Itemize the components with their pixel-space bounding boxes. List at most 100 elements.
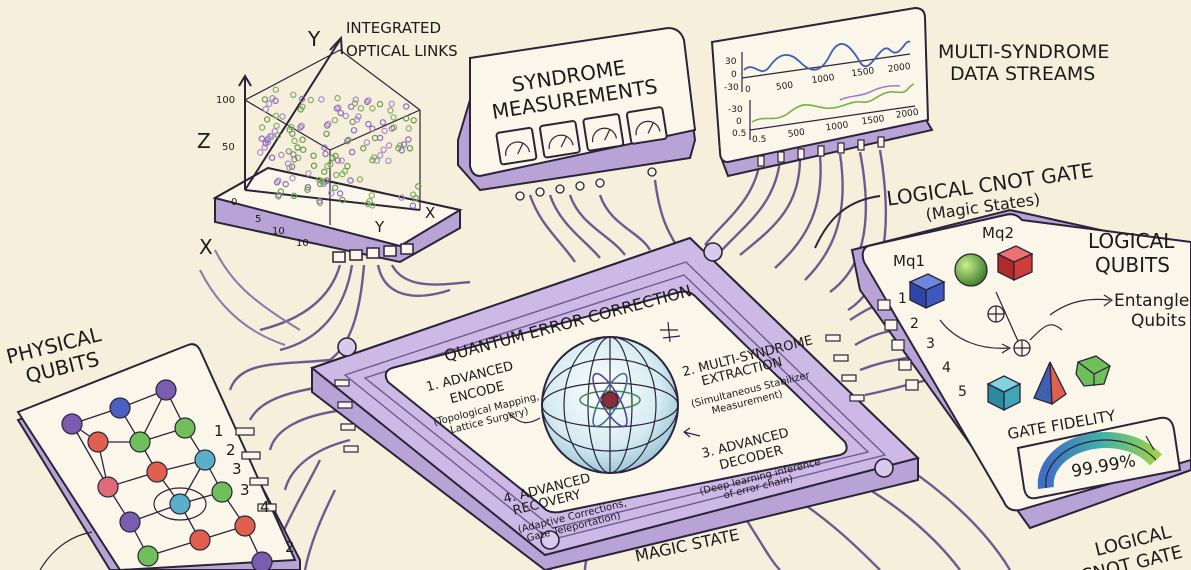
qubit-node: [87, 431, 109, 453]
logical-num-2: 2: [910, 316, 919, 332]
scatter-point: [365, 97, 372, 104]
scatter-point: [290, 91, 297, 99]
scatter-point: [286, 164, 293, 171]
scatter-point: [371, 134, 379, 142]
stream-tick: 500: [787, 128, 806, 140]
scatter-point: [348, 103, 355, 110]
syndrome-measurement-panel: SYNDROME MEASUREMENTS: [457, 26, 697, 201]
scatter-point: [285, 148, 292, 155]
scatter-point: [331, 116, 339, 124]
phys-num-3b: 3: [240, 481, 250, 499]
scatter-point: [328, 189, 335, 197]
scatter-point: [403, 115, 410, 122]
scatter-point: [344, 162, 351, 170]
scatter-point: [307, 96, 314, 104]
scatter-point: [262, 105, 269, 113]
scatter-point: [288, 163, 296, 170]
cube-icon: [996, 245, 1034, 282]
cube-icon: [908, 273, 946, 310]
stream-tick: -30: [724, 83, 739, 93]
scatter-point: [405, 136, 412, 143]
qubit-node: [61, 413, 83, 435]
scatter-point: [261, 144, 268, 151]
scatter-point: [289, 130, 296, 137]
scatter-point: [344, 137, 351, 145]
scatter-point: [316, 197, 323, 205]
scatter-point: [335, 104, 342, 111]
stream-tick: 2000: [887, 62, 911, 75]
logical-qubits-label-1: LOGICAL: [1088, 229, 1175, 253]
scatter-point: [388, 125, 396, 132]
phys-num-2b: 2: [285, 538, 295, 556]
scatter-point: [300, 146, 307, 153]
scatter-point: [348, 148, 356, 156]
scatter-point: [387, 107, 394, 114]
scatter-point: [321, 144, 328, 151]
scatter-point: [257, 149, 264, 156]
logical-num-4: 4: [942, 360, 951, 376]
stream-tick: 2000: [895, 108, 919, 121]
phys-num-2: 2: [226, 441, 236, 459]
scatter-point: [327, 160, 334, 168]
scatter-point: [410, 191, 417, 198]
qubit-node: [146, 461, 168, 483]
stream-tick: -30: [728, 105, 743, 115]
scatter-point: [363, 139, 371, 146]
scatter-point: [400, 141, 408, 148]
scatter-point: [294, 144, 301, 152]
scatter-point: [279, 113, 286, 120]
scatter-point: [351, 100, 359, 107]
qubit-graph: [61, 379, 273, 570]
axis-label-z: Z: [197, 129, 211, 153]
stream-tick: 0: [731, 70, 737, 80]
stream-chart-bottom: [749, 83, 916, 140]
scatter-point: [288, 123, 295, 131]
scatter-point: [369, 125, 376, 132]
mq1-label: Mq1: [893, 252, 925, 270]
scatter-point: [274, 132, 282, 139]
fidelity-gauge-icon: [1037, 432, 1162, 489]
scatter-point: [310, 152, 317, 159]
qubit-node: [155, 379, 177, 401]
scatter-point: [332, 152, 339, 160]
scatter-point: [298, 122, 305, 130]
stream-tick: 1000: [825, 120, 849, 133]
optical-links-label-2: OPTICAL LINKS: [346, 42, 458, 60]
gauge-row: [495, 106, 668, 166]
scatter-point: [409, 202, 417, 209]
scatter-point: [318, 177, 325, 185]
logical-num-5: 5: [958, 384, 967, 400]
scatter-point: [304, 186, 311, 193]
physical-qubits-board: 1 2 3 3 4 2: [16, 343, 301, 570]
logical-qubits-label-2: QUBITS: [1095, 253, 1170, 277]
scatter-point: [273, 179, 281, 186]
stream-tick: 1000: [811, 73, 835, 86]
scatter-point: [339, 170, 346, 178]
scatter-point: [376, 100, 384, 108]
scatter-point: [405, 125, 412, 132]
scatter-point: [258, 135, 265, 142]
scatter-point: [403, 103, 410, 110]
scatter-point: [267, 132, 274, 140]
qubit-node: [129, 431, 151, 453]
scatter-point: [339, 196, 346, 204]
scatter-point: [370, 154, 378, 161]
scatter-point: [297, 124, 304, 131]
chip-frame-ridges: [343, 261, 887, 541]
scatter-point: [291, 137, 298, 145]
cube-icon: [986, 375, 1022, 412]
phys-num-1: 1: [214, 422, 224, 440]
scatter-point: [352, 96, 359, 103]
scatter-point: [298, 95, 306, 103]
scatter-point: [323, 122, 331, 129]
qubit-node: [169, 493, 191, 515]
scatter-point: [357, 105, 365, 112]
entangled-label-1: Entangled: [1114, 291, 1191, 311]
scatter-point: [333, 171, 340, 179]
scatter-point: [268, 154, 276, 161]
scatter-point: [342, 112, 349, 120]
scatter-point: [363, 98, 371, 106]
scatter-point: [345, 136, 352, 144]
scatter-point: [380, 146, 387, 153]
scatter-point: [278, 151, 285, 159]
